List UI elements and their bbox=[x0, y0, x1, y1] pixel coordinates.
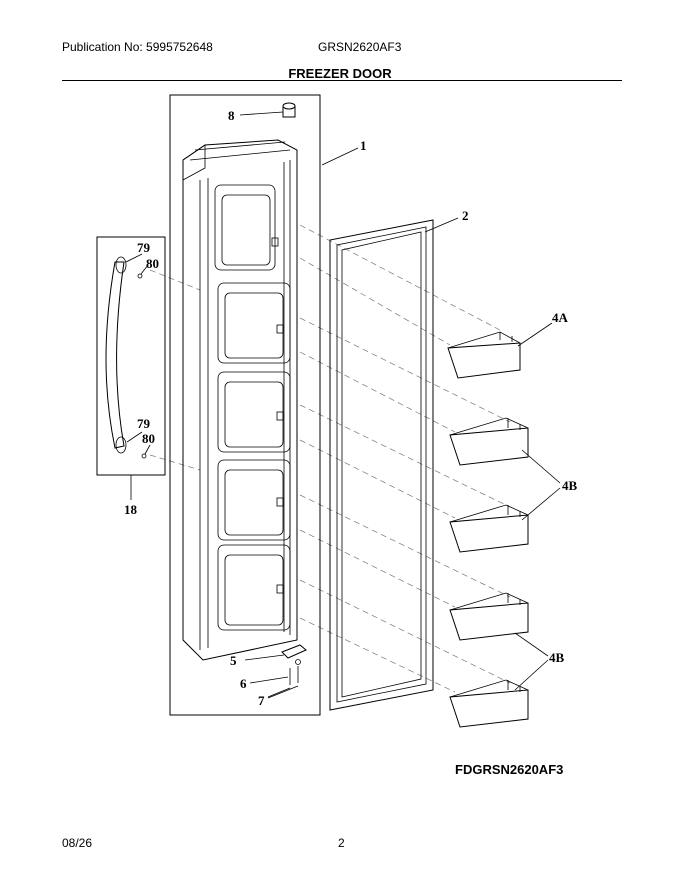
part-label-18: 18 bbox=[124, 502, 138, 517]
door-bin-4b-3 bbox=[449, 592, 529, 641]
model-number: GRSN2620AF3 bbox=[318, 40, 402, 54]
part-label-80-lower: 80 bbox=[142, 431, 155, 446]
door-bin-4b-4 bbox=[449, 679, 529, 728]
door-bin-4b-1 bbox=[449, 417, 529, 466]
part-label-4a: 4A bbox=[552, 310, 569, 325]
top-cap bbox=[282, 102, 296, 118]
part-label-1: 1 bbox=[360, 138, 367, 153]
part-label-7: 7 bbox=[258, 693, 265, 708]
part-label-79-upper: 79 bbox=[137, 240, 151, 255]
leader-lines bbox=[125, 111, 561, 699]
figure-id: FDGRSN2620AF3 bbox=[455, 762, 564, 777]
part-label-80-upper: 80 bbox=[146, 256, 159, 271]
page-number: 2 bbox=[338, 836, 345, 850]
hinge-parts bbox=[281, 644, 307, 685]
footer-date: 08/26 bbox=[62, 836, 93, 850]
part-label-5: 5 bbox=[230, 653, 237, 668]
part-label-8: 8 bbox=[228, 108, 235, 123]
part-label-4b-lower: 4B bbox=[549, 650, 565, 665]
door-assembly-frame bbox=[169, 94, 321, 716]
door-gasket bbox=[329, 219, 434, 711]
door-liner bbox=[182, 139, 298, 661]
assembly-guide-lines bbox=[149, 224, 511, 693]
part-label-79-lower: 79 bbox=[137, 416, 151, 431]
part-label-4b-upper: 4B bbox=[562, 478, 578, 493]
part-label-2: 2 bbox=[462, 208, 469, 223]
door-handle bbox=[105, 256, 147, 459]
door-bin-4b-2 bbox=[449, 504, 529, 553]
publication-number: Publication No: 5995752648 bbox=[62, 40, 213, 54]
header-rule bbox=[62, 80, 622, 81]
part-label-6: 6 bbox=[240, 676, 247, 691]
door-bin-4a bbox=[447, 331, 521, 379]
page-title: FREEZER DOOR bbox=[288, 66, 392, 81]
